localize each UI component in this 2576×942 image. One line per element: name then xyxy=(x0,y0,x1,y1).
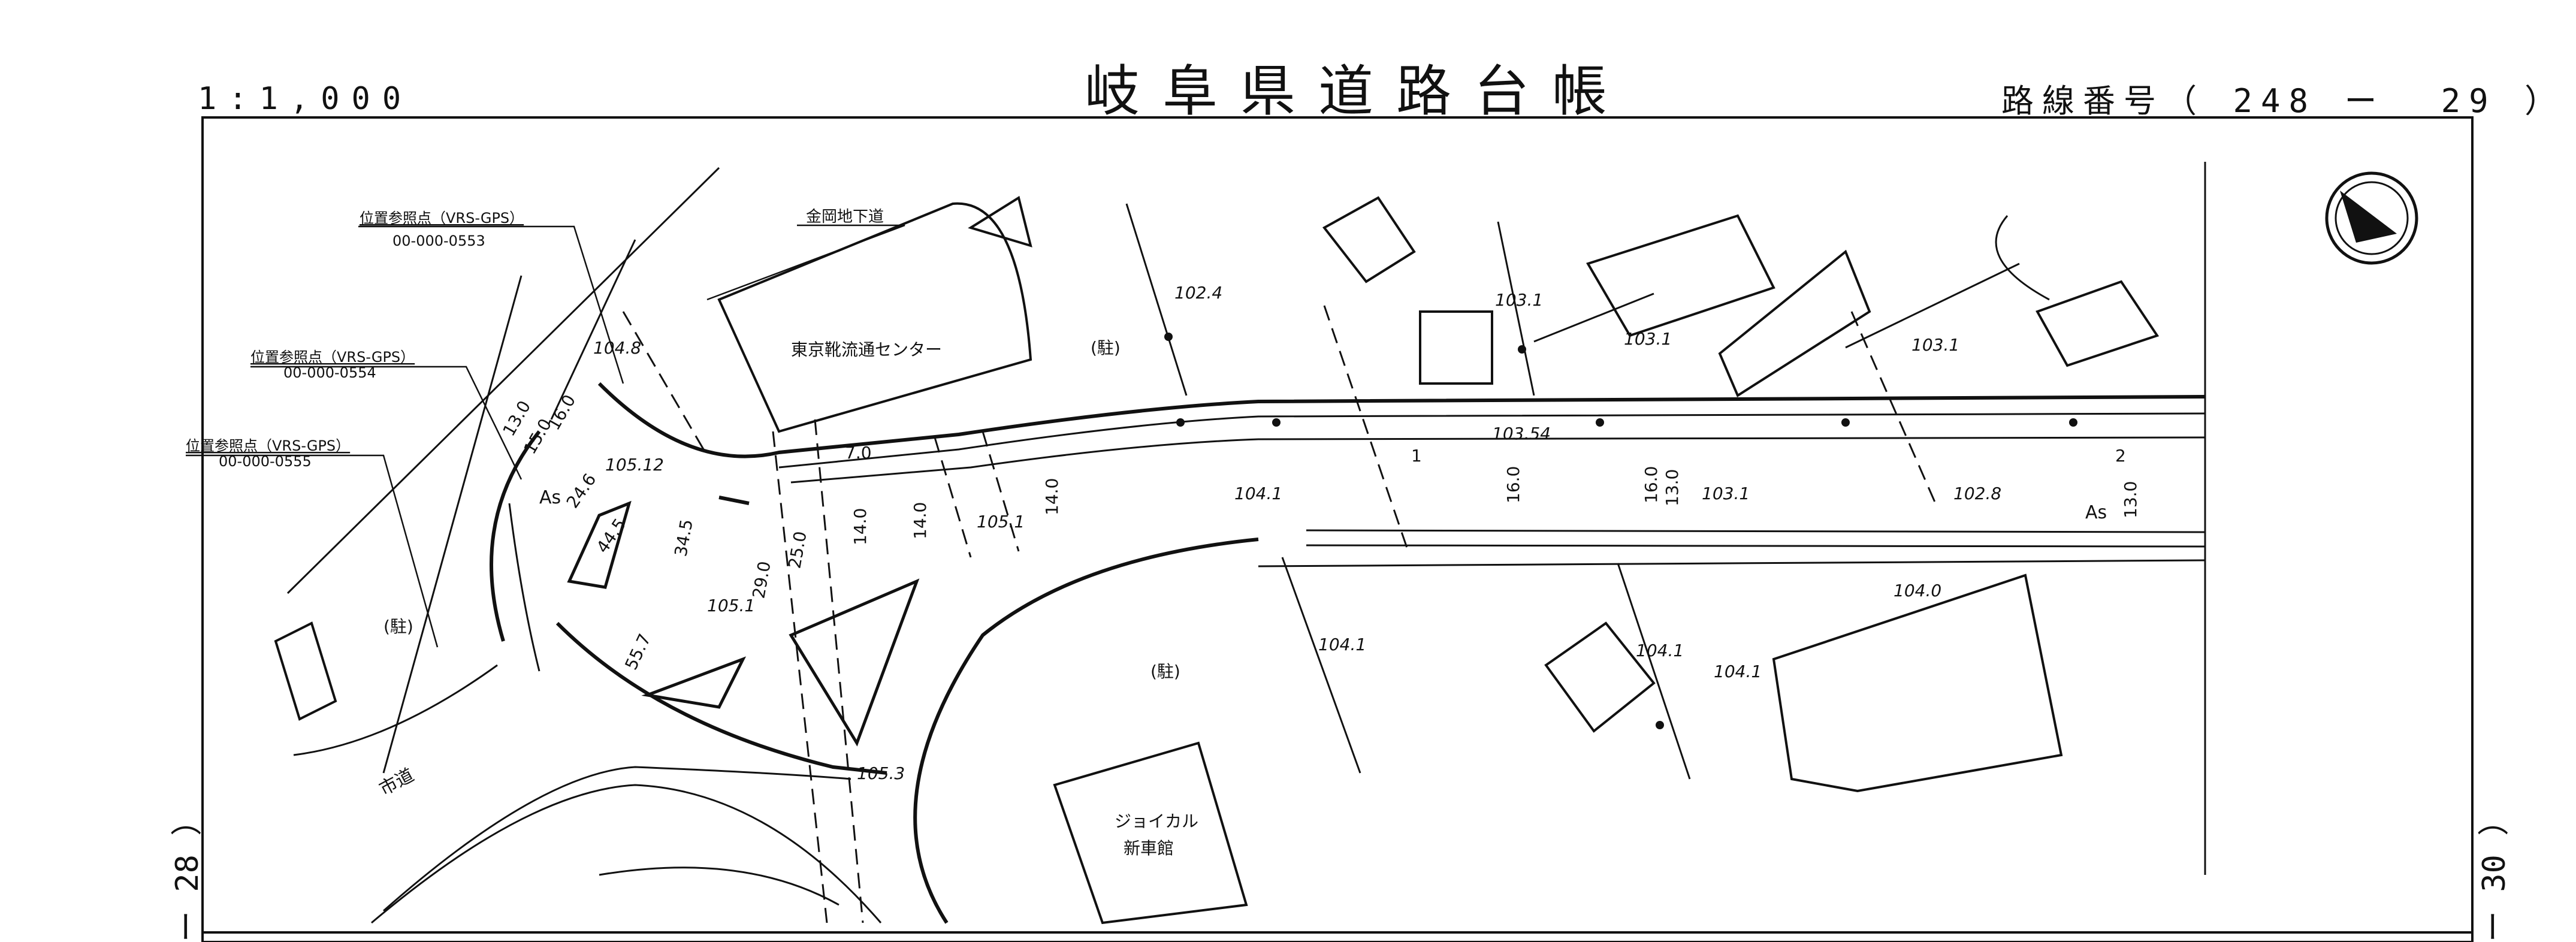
reference-point-0553[interactable]: 位置参照点（VRS-GPS） 00-000-0553 xyxy=(360,210,524,249)
svg-text:16.0: 16.0 xyxy=(543,391,579,433)
elevation-labels: 102.4 103.1 103.1 103.1 103.54 103.1 102… xyxy=(593,283,2001,783)
svg-text:14.0: 14.0 xyxy=(910,502,930,539)
svg-text:16.0: 16.0 xyxy=(1503,466,1523,503)
svg-text:103.1: 103.1 xyxy=(1702,484,1750,503)
traffic-islands xyxy=(567,500,920,747)
svg-text:位置参照点（VRS-GPS）: 位置参照点（VRS-GPS） xyxy=(186,437,350,454)
map-title: 岐阜県道路台帳 xyxy=(1085,59,1630,123)
svg-text:104.1: 104.1 xyxy=(1714,662,1762,681)
surface-label: As xyxy=(2085,502,2107,523)
svg-text:104.1: 104.1 xyxy=(1234,484,1282,503)
svg-text:位置参照点（VRS-GPS）: 位置参照点（VRS-GPS） xyxy=(360,210,524,227)
svg-text:103.54: 103.54 xyxy=(1492,424,1551,443)
svg-text:104.1: 104.1 xyxy=(1636,641,1684,660)
svg-text:105.1: 105.1 xyxy=(707,596,755,615)
label-building-2b: 新車館 xyxy=(1124,838,1174,858)
label-underpass: 金岡地下道 xyxy=(806,208,884,226)
svg-text:16.0: 16.0 xyxy=(1641,466,1661,503)
svg-text:13.0: 13.0 xyxy=(2121,481,2140,518)
label-city-road: 市道 xyxy=(376,765,417,800)
survey-points xyxy=(1164,333,2077,729)
station-mark: 2 xyxy=(2115,446,2126,466)
label-building-1: 東京靴流通センター xyxy=(791,340,942,360)
map-scale: 1:1,000 xyxy=(198,81,413,117)
svg-text:105.12: 105.12 xyxy=(605,455,664,475)
svg-text:103.1: 103.1 xyxy=(1624,329,1672,349)
reference-leaders xyxy=(186,224,905,648)
svg-text:29.0: 29.0 xyxy=(748,560,774,600)
svg-text:25.0: 25.0 xyxy=(784,530,810,570)
svg-text:00-000-0555: 00-000-0555 xyxy=(219,453,312,470)
svg-text:13.0: 13.0 xyxy=(1662,469,1682,506)
svg-text:00-000-0553: 00-000-0553 xyxy=(392,233,485,249)
route-number: 路線番号（ 248 ー 29 ） xyxy=(2001,82,2566,120)
station-mark: 1 xyxy=(1411,446,1422,466)
svg-text:104.0: 104.0 xyxy=(1894,581,1941,600)
svg-text:103.1: 103.1 xyxy=(1495,290,1543,310)
svg-text:14.0: 14.0 xyxy=(850,508,870,545)
reference-point-0554[interactable]: 位置参照点（VRS-GPS） 00-000-0554 xyxy=(250,349,415,381)
svg-text:105.3: 105.3 xyxy=(857,763,905,783)
label-parking-3: (駐) xyxy=(383,617,413,636)
svg-text:34.5: 34.5 xyxy=(671,518,696,558)
map-frame xyxy=(201,116,2474,942)
label-parking-1: (駐) xyxy=(1091,338,1121,358)
label-parking-2: (駐) xyxy=(1150,662,1180,681)
buildings xyxy=(274,195,2160,925)
svg-text:105.1: 105.1 xyxy=(977,512,1025,532)
north-arrow-icon xyxy=(2325,171,2418,265)
svg-text:102.8: 102.8 xyxy=(1953,484,2001,503)
road-edges xyxy=(490,382,2206,924)
svg-text:104.8: 104.8 xyxy=(593,338,641,358)
boundaries xyxy=(286,162,2206,875)
svg-text:104.1: 104.1 xyxy=(1318,635,1366,654)
road-lines xyxy=(293,412,2206,924)
surface-label: As xyxy=(539,487,561,508)
label-building-2: ジョイカル xyxy=(1115,811,1198,831)
svg-text:24.6: 24.6 xyxy=(563,470,600,512)
svg-text:102.4: 102.4 xyxy=(1174,283,1222,303)
svg-text:7.0: 7.0 xyxy=(845,443,872,463)
svg-text:55.7: 55.7 xyxy=(621,631,654,673)
svg-text:00-000-0554: 00-000-0554 xyxy=(283,364,376,381)
svg-text:103.1: 103.1 xyxy=(1911,335,1959,355)
dashed-lines xyxy=(622,305,1937,923)
svg-text:位置参照点（VRS-GPS）: 位置参照点（VRS-GPS） xyxy=(250,349,415,366)
reference-point-0555[interactable]: 位置参照点（VRS-GPS） 00-000-0555 xyxy=(186,437,350,470)
svg-text:14.0: 14.0 xyxy=(1042,478,1062,515)
